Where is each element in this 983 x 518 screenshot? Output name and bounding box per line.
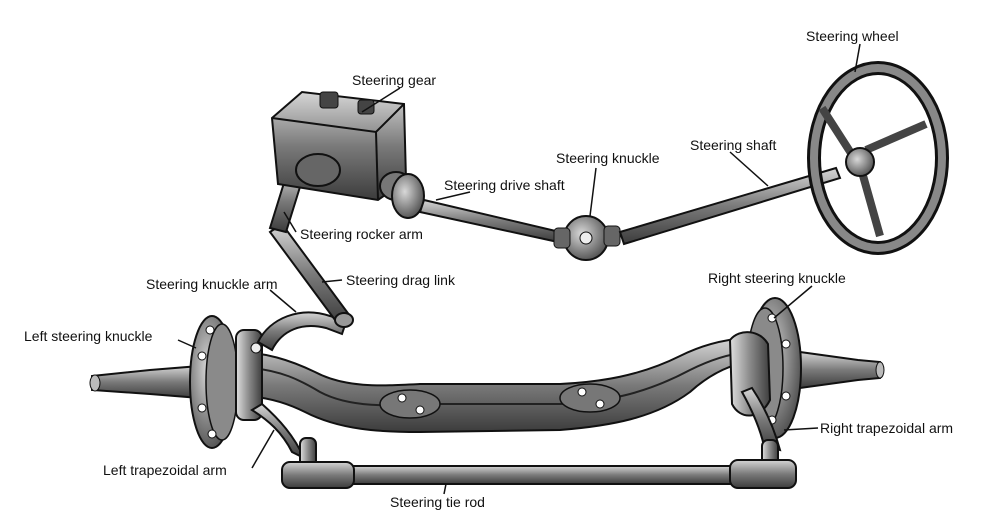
label-left-steering-knuckle: Left steering knuckle [24, 328, 153, 344]
steering-shaft [618, 166, 842, 246]
label-steering-rocker-arm: Steering rocker arm [300, 226, 423, 242]
leader-lines [177, 43, 861, 495]
label-right-steering-knuckle: Right steering knuckle [708, 270, 846, 286]
label-steering-wheel: Steering wheel [806, 28, 899, 44]
label-steering-drive-shaft: Steering drive shaft [444, 177, 565, 193]
label-steering-shaft: Steering shaft [690, 137, 777, 153]
steering-knuckle-joint [553, 215, 621, 261]
steering-gear [270, 90, 413, 202]
label-steering-drag-link: Steering drag link [346, 272, 455, 288]
label-steering-tie-rod: Steering tie rod [390, 494, 485, 510]
left-steering-knuckle-assembly [89, 315, 263, 449]
label-right-trapezoidal-arm: Right trapezoidal arm [820, 420, 954, 436]
steering-drive-shaft [391, 173, 562, 244]
label-steering-knuckle: Steering knuckle [556, 150, 660, 166]
steering-tie-rod [281, 459, 797, 489]
label-steering-knuckle-arm: Steering knuckle arm [146, 276, 278, 292]
label-left-trapezoidal-arm: Left trapezoidal arm [103, 462, 227, 478]
left-trapezoidal-arm [250, 402, 307, 461]
steering-wheel [807, 61, 949, 255]
label-steering-gear: Steering gear [352, 72, 437, 88]
right-steering-knuckle-assembly [728, 297, 885, 439]
right-trapezoidal-arm [740, 386, 782, 452]
front-axle [233, 336, 762, 434]
